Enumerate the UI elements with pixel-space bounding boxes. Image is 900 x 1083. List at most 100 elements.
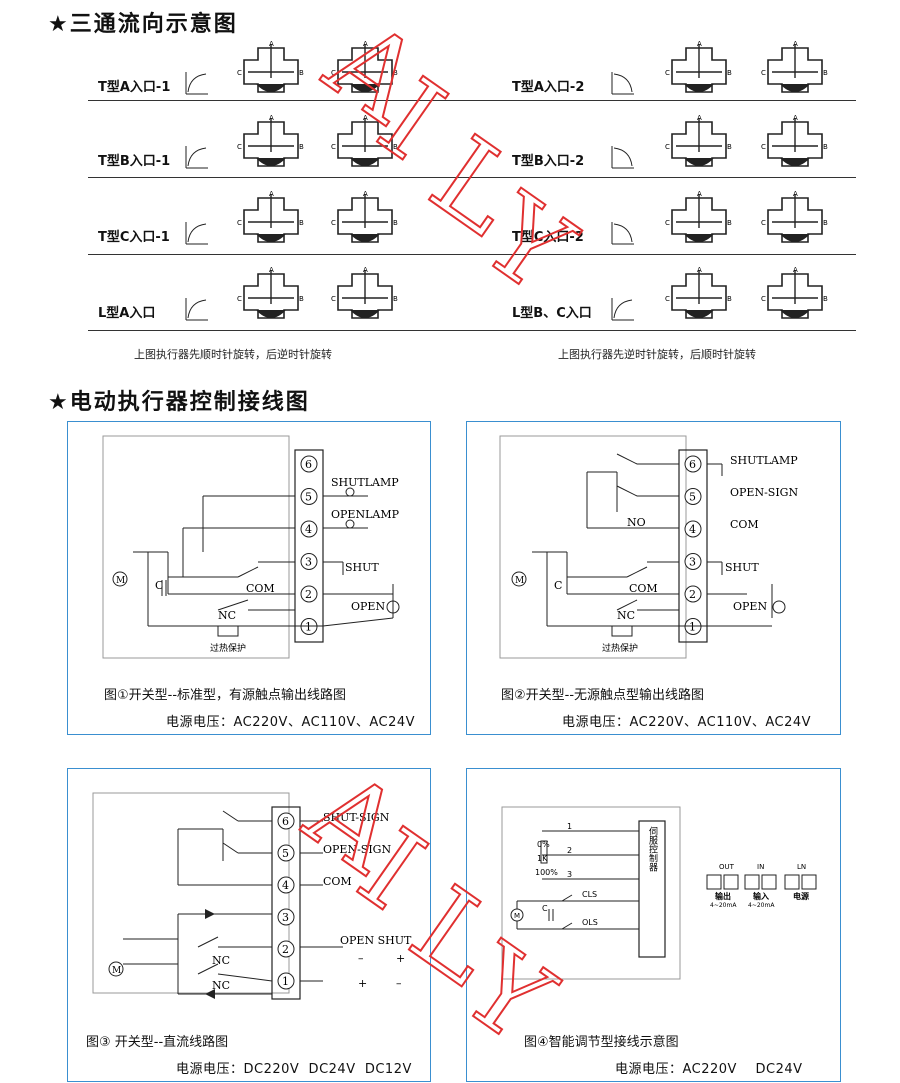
terminal-number: 3 bbox=[305, 556, 312, 569]
port-b-label: B bbox=[393, 295, 398, 303]
terminal-4 bbox=[300, 520, 318, 538]
label-com4: COM bbox=[730, 518, 759, 531]
label-overheat: 过热保护 bbox=[602, 642, 638, 654]
row-divider bbox=[88, 330, 856, 331]
port-c-label: C bbox=[665, 69, 670, 77]
block-top-label: LN bbox=[797, 863, 806, 871]
flow-row-label: T型B入口-1 bbox=[98, 154, 171, 169]
port-a-label: A bbox=[697, 266, 702, 274]
port-a-label: A bbox=[269, 266, 274, 274]
port-b-label: B bbox=[393, 69, 398, 77]
pot-n1: 1 bbox=[567, 822, 572, 831]
terminal-6 bbox=[277, 812, 295, 830]
port-c-label: C bbox=[761, 219, 766, 227]
port-c-label: C bbox=[665, 219, 670, 227]
terminal-6 bbox=[684, 455, 702, 473]
label-minus2: – bbox=[396, 977, 402, 990]
caption-right: 上图执行器先逆时针旋转，后顺时针旋转 bbox=[558, 348, 756, 361]
terminal-number: 1 bbox=[282, 975, 289, 988]
terminal-box bbox=[723, 874, 739, 890]
block-bottom-label: 输出 bbox=[715, 891, 731, 901]
row-divider bbox=[88, 100, 856, 101]
terminal-number: 4 bbox=[282, 879, 289, 892]
block-top-label: IN bbox=[757, 863, 764, 871]
label-openlamp: OPENLAMP bbox=[331, 508, 400, 521]
valve-icon: ABC bbox=[237, 190, 304, 243]
panel-3-caption: 图③ 开关型--直流线路图 bbox=[86, 1035, 229, 1050]
port-b-label: B bbox=[299, 69, 304, 77]
terminal-number: 1 bbox=[689, 621, 696, 634]
port-b-label: B bbox=[727, 143, 732, 151]
valve-icon: ABC bbox=[237, 114, 304, 167]
label-com: COM bbox=[246, 582, 275, 595]
terminal-3 bbox=[277, 908, 295, 926]
terminal-5 bbox=[684, 488, 702, 505]
rotate-cw-icon bbox=[185, 72, 208, 95]
valve-icon: ABC bbox=[665, 114, 732, 167]
valve-icon: ABC bbox=[761, 114, 828, 167]
terminal-number: 6 bbox=[305, 458, 312, 471]
flow-row-label: T型C入口-1 bbox=[98, 230, 170, 245]
label-shut: SHUT bbox=[345, 561, 379, 574]
panel-2-voltage: 电源电压：AC220V、AC110V、AC24V bbox=[562, 715, 812, 730]
terminal-5 bbox=[277, 844, 295, 862]
pot-100: 100% bbox=[535, 868, 558, 877]
terminal-box bbox=[706, 874, 722, 890]
pot-n3: 3 bbox=[567, 870, 572, 879]
port-c-label: C bbox=[237, 69, 242, 77]
rotate-cw-icon bbox=[185, 298, 208, 321]
valve-icon: ABC bbox=[331, 114, 398, 167]
terminal-number: 5 bbox=[689, 491, 696, 504]
terminal-number: 6 bbox=[282, 815, 289, 828]
rotate-ccw-icon bbox=[611, 222, 634, 245]
port-a-label: A bbox=[363, 40, 368, 48]
terminal-box bbox=[784, 874, 800, 890]
port-c-label: C bbox=[331, 295, 336, 303]
label-overheat: 过热保护 bbox=[210, 642, 246, 654]
valve-icon: ABC bbox=[761, 266, 828, 319]
port-c-label: C bbox=[665, 143, 670, 151]
port-b-label: B bbox=[727, 295, 732, 303]
row-divider bbox=[88, 177, 856, 178]
panel-2-caption: 图②开关型--无源触点型输出线路图 bbox=[501, 688, 705, 703]
capacitor-label: C bbox=[155, 579, 163, 592]
label-nc: NC bbox=[617, 609, 635, 622]
pot-n2: 2 bbox=[567, 846, 572, 855]
port-a-label: A bbox=[363, 190, 368, 198]
flow-row-label: L型A入口 bbox=[98, 306, 156, 321]
terminal-1 bbox=[277, 972, 295, 990]
terminal-box bbox=[761, 874, 777, 890]
label-shutlamp: SHUTLAMP bbox=[331, 476, 399, 489]
label-nc: NC bbox=[218, 609, 236, 622]
panel-4-caption: 图④智能调节型接线示意图 bbox=[524, 1035, 679, 1050]
port-b-label: B bbox=[823, 219, 828, 227]
port-c-label: C bbox=[237, 295, 242, 303]
port-b-label: B bbox=[393, 143, 398, 151]
port-b-label: B bbox=[393, 219, 398, 227]
port-c-label: C bbox=[331, 143, 336, 151]
label-nc1: NC bbox=[212, 954, 230, 967]
row-divider bbox=[88, 254, 856, 255]
terminal-number: 2 bbox=[305, 588, 312, 601]
terminal-5 bbox=[300, 488, 318, 505]
port-a-label: A bbox=[793, 266, 798, 274]
block-bottom-label: 电源 bbox=[793, 891, 809, 901]
port-a-label: A bbox=[793, 190, 798, 198]
valve-icon: ABC bbox=[237, 266, 304, 319]
terminal-2 bbox=[300, 585, 318, 603]
label-cls: CLS bbox=[582, 890, 597, 899]
servo-controller-label: 伺服控制器 bbox=[647, 825, 658, 871]
port-b-label: B bbox=[823, 69, 828, 77]
flow-row-label: T型C入口-2 bbox=[512, 230, 584, 245]
panel-1-voltage: 电源电压：AC220V、AC110V、AC24V bbox=[166, 715, 416, 730]
label-ols: OLS bbox=[582, 918, 598, 927]
valve-icon: ABC bbox=[237, 40, 304, 93]
terminal-number: 3 bbox=[282, 911, 289, 924]
port-a-label: A bbox=[363, 266, 368, 274]
port-b-label: B bbox=[299, 219, 304, 227]
terminal-4 bbox=[684, 520, 702, 538]
terminal-2 bbox=[277, 940, 295, 958]
